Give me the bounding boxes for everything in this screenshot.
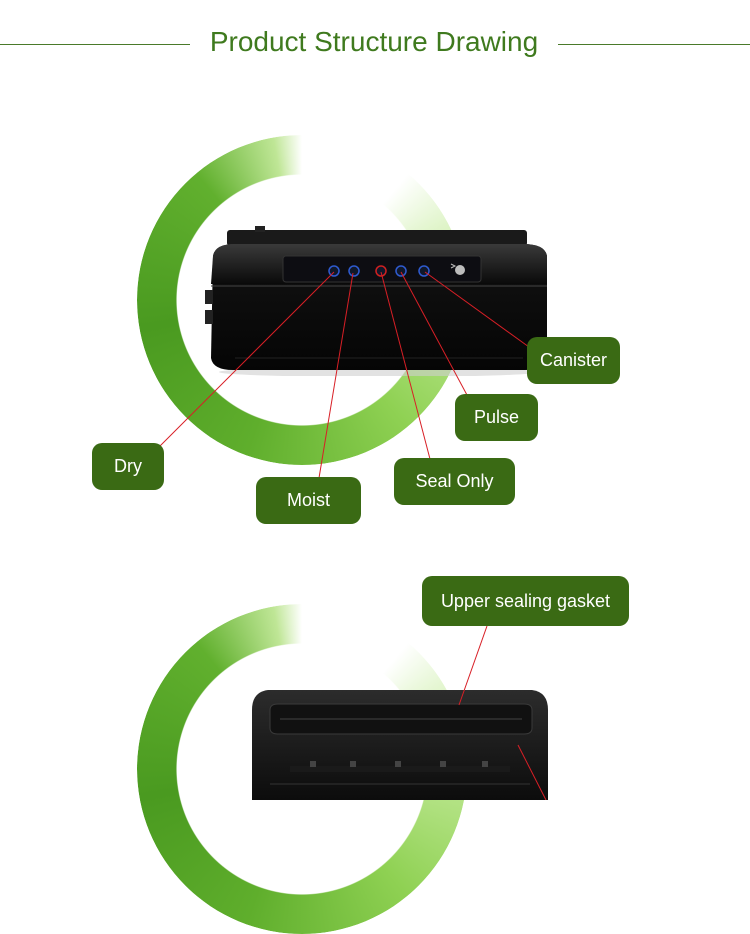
page-title: Product Structure Drawing bbox=[209, 26, 539, 57]
label-canister: Canister bbox=[527, 337, 620, 384]
vacuum-sealer-open-image bbox=[252, 690, 548, 800]
header-line-left bbox=[0, 44, 190, 45]
label-seal-only: Seal Only bbox=[394, 458, 515, 505]
header-line-right bbox=[558, 44, 750, 45]
vacuum-sealer-front-image bbox=[205, 226, 547, 376]
section-header: Product Structure Drawing bbox=[0, 0, 750, 90]
label-upper-sealing-gasket: Upper sealing gasket bbox=[422, 576, 629, 626]
label-pulse: Pulse bbox=[455, 394, 538, 441]
label-moist: Moist bbox=[256, 477, 361, 524]
label-dry: Dry bbox=[92, 443, 164, 490]
